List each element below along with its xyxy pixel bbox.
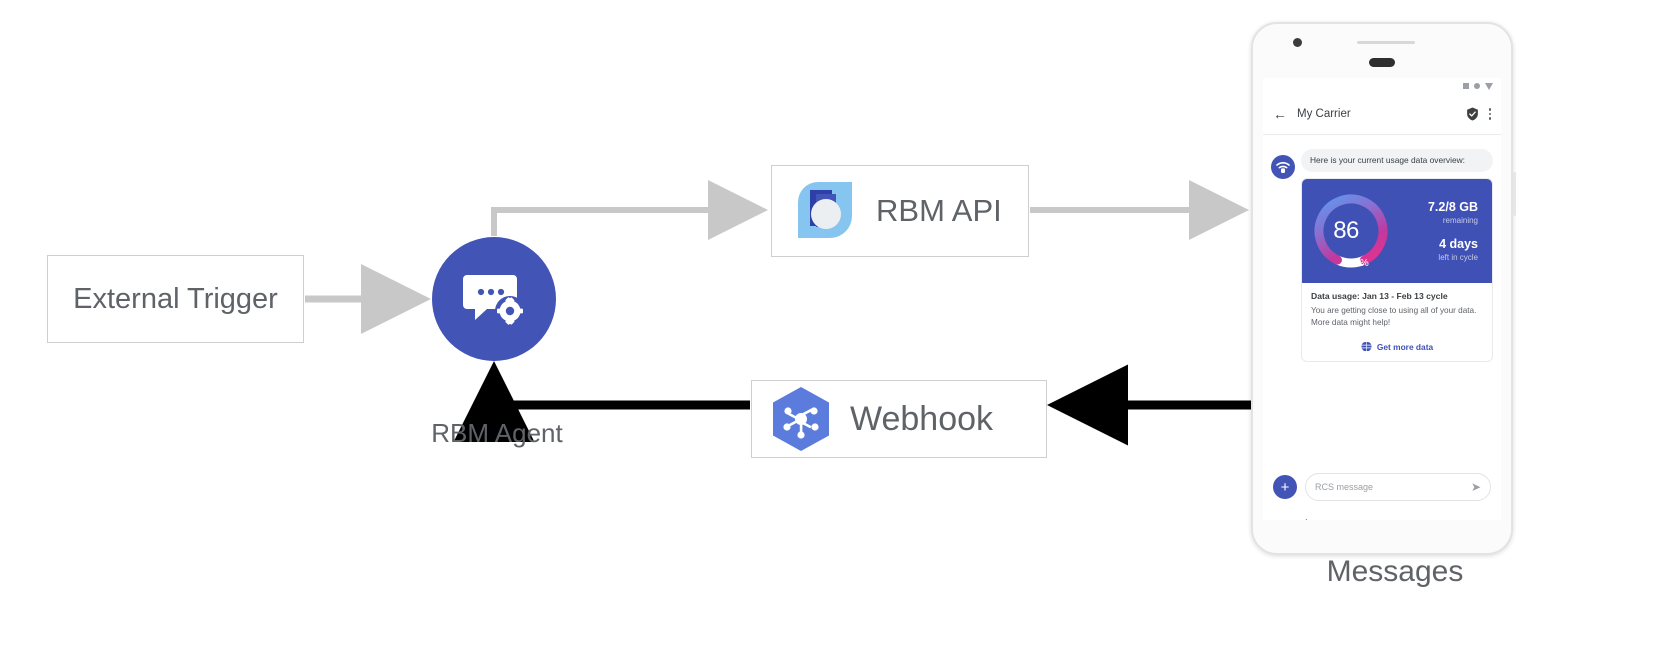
globe-icon xyxy=(1360,341,1372,353)
nav-back-icon[interactable] xyxy=(1298,519,1307,520)
front-camera-icon xyxy=(1293,38,1302,47)
phone-screen: ← My Carrier xyxy=(1263,78,1501,520)
nav-home-icon[interactable] xyxy=(1377,519,1387,520)
gauge-percent-value: 86 xyxy=(1333,217,1359,245)
node-external-trigger[interactable]: External Trigger xyxy=(47,255,304,343)
message-composer: + RCS message ➤ xyxy=(1263,465,1501,509)
plus-icon[interactable]: + xyxy=(1273,475,1297,499)
earpiece-line xyxy=(1357,41,1415,44)
status-bar xyxy=(1263,78,1501,94)
card-hero: 86 % 7.2/8 GB remaining 4 days left xyxy=(1302,179,1492,284)
messages-label: Messages xyxy=(1326,555,1464,588)
app-bar: ← My Carrier xyxy=(1263,94,1501,135)
kebab-menu-icon[interactable] xyxy=(1488,108,1491,120)
phone-mockup: ← My Carrier xyxy=(1251,22,1516,555)
rbm-api-label: RBM API xyxy=(876,193,1002,228)
back-arrow-icon[interactable]: ← xyxy=(1273,106,1287,122)
text-bubble: Here is your current usage data overview… xyxy=(1301,149,1493,173)
square-icon xyxy=(1463,83,1469,89)
node-rbm-api[interactable]: RBM API xyxy=(771,165,1029,257)
card-title: Data usage: Jan 13 - Feb 13 cycle xyxy=(1311,291,1448,302)
days-left-value: 4 days xyxy=(1439,236,1478,251)
app-bar-title: My Carrier xyxy=(1297,108,1351,120)
card-body: Data usage: Jan 13 - Feb 13 cycle You ar… xyxy=(1302,283,1492,333)
days-left-label: left in cycle xyxy=(1438,252,1478,262)
get-more-data-button[interactable]: Get more data xyxy=(1302,333,1492,361)
conversation-area: Here is your current usage data overview… xyxy=(1263,135,1501,465)
node-rbm-agent[interactable] xyxy=(432,237,556,361)
rcs-message-placeholder: RCS message xyxy=(1315,482,1374,492)
bubble-column: Here is your current usage data overview… xyxy=(1301,149,1493,363)
gauge-ring-icon xyxy=(1314,194,1388,268)
node-webhook[interactable]: Webhook xyxy=(751,380,1047,458)
avatar xyxy=(1271,155,1295,179)
external-trigger-label: External Trigger xyxy=(73,282,278,315)
speaker-grille xyxy=(1369,58,1395,67)
webhook-label: Webhook xyxy=(850,399,994,438)
usage-gauge: 86 % xyxy=(1308,188,1394,274)
agent-message-row: Here is your current usage data overview… xyxy=(1271,149,1493,363)
get-more-data-label: Get more data xyxy=(1376,341,1434,352)
rich-card[interactable]: 86 % 7.2/8 GB remaining 4 days left xyxy=(1301,178,1493,363)
verified-shield-icon xyxy=(1466,107,1478,121)
triangle-down-icon xyxy=(1485,82,1493,90)
gauge-percent-unit: % xyxy=(1359,258,1369,270)
hero-stats: 7.2/8 GB remaining 4 days left in cycle xyxy=(1400,200,1482,262)
wifi-avatar-icon xyxy=(1276,161,1290,173)
power-button[interactable] xyxy=(1513,172,1516,216)
android-nav-bar xyxy=(1263,509,1501,520)
data-remaining-label: remaining xyxy=(1442,215,1478,225)
data-remaining-value: 7.2/8 GB xyxy=(1427,200,1478,215)
webhook-hexagon-icon xyxy=(773,387,829,451)
card-description: You are getting close to using all of yo… xyxy=(1311,306,1477,328)
rcs-message-input[interactable]: RCS message ➤ xyxy=(1305,473,1491,501)
rbm-agent-label: RBM Agent xyxy=(431,418,563,448)
rbm-api-droplet-icon xyxy=(798,182,852,238)
gauge-center: 86 % xyxy=(1308,188,1394,274)
dot-icon xyxy=(1474,83,1480,89)
send-icon[interactable]: ➤ xyxy=(1470,480,1481,494)
connector-agent-to-api xyxy=(491,180,768,240)
connector-webhook-to-agent xyxy=(453,361,750,442)
chat-gear-icon xyxy=(463,275,525,326)
